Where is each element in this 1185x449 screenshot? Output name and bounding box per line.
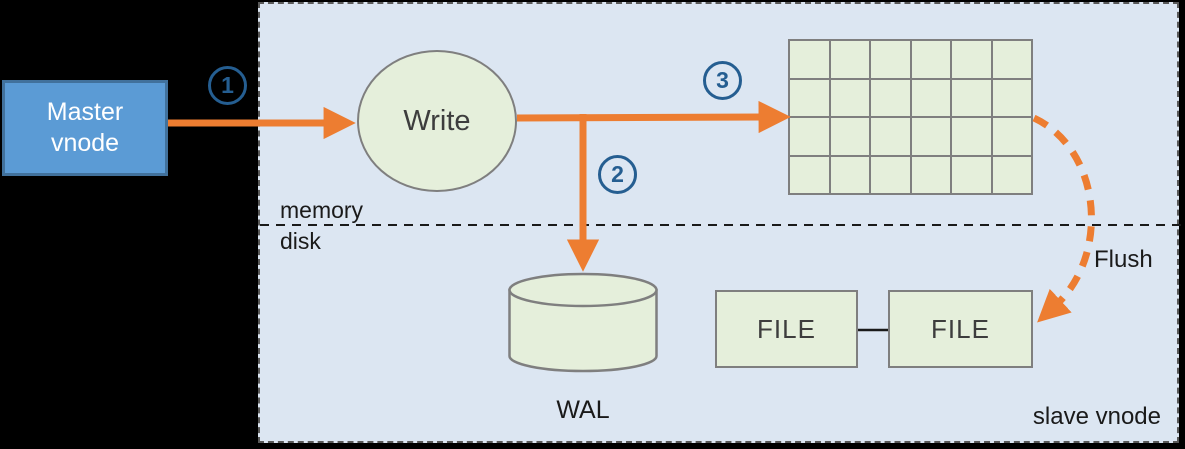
file-box-2-label: FILE bbox=[931, 313, 990, 344]
memtable-cell bbox=[871, 41, 910, 78]
step-3-badge: 3 bbox=[703, 61, 742, 100]
file-box-1-label: FILE bbox=[757, 313, 816, 344]
memtable-cell bbox=[952, 118, 991, 155]
master-vnode-label: Master vnode bbox=[46, 98, 124, 157]
wal-label: WAL bbox=[556, 396, 610, 424]
memtable-cell bbox=[830, 156, 869, 193]
memtable-cell bbox=[952, 156, 991, 193]
memtable-cell bbox=[871, 79, 910, 116]
memory-layer-label: memory bbox=[280, 197, 364, 223]
memtable-cell bbox=[992, 156, 1031, 193]
memtable-cell bbox=[911, 156, 950, 193]
flush-label: Flush bbox=[1094, 246, 1153, 273]
step-1-number: 1 bbox=[221, 72, 234, 98]
memtable-cell bbox=[830, 79, 869, 116]
master-vnode-box: Master vnode bbox=[2, 80, 168, 176]
file-box-2: FILE bbox=[888, 290, 1033, 368]
memtable-grid bbox=[788, 39, 1033, 195]
memtable-cell bbox=[992, 118, 1031, 155]
disk-layer-label: disk bbox=[280, 228, 321, 254]
memtable-cell bbox=[871, 156, 910, 193]
step-3-number: 3 bbox=[716, 67, 729, 93]
memtable-cell bbox=[790, 118, 829, 155]
memtable-cell bbox=[992, 41, 1031, 78]
memtable-cell bbox=[830, 41, 869, 78]
memtable-cell bbox=[911, 118, 950, 155]
memtable-cell bbox=[830, 118, 869, 155]
memtable-cell bbox=[911, 41, 950, 78]
step-1-badge: 1 bbox=[208, 66, 247, 105]
memtable-cell bbox=[952, 79, 991, 116]
step-2-badge: 2 bbox=[598, 155, 637, 194]
write-node-label: Write bbox=[403, 104, 471, 137]
memtable-cell bbox=[952, 41, 991, 78]
write-node: Write bbox=[357, 50, 517, 192]
memtable-cell bbox=[871, 118, 910, 155]
memtable-cell bbox=[911, 79, 950, 116]
slave-vnode-label: slave vnode bbox=[1032, 403, 1161, 430]
memtable-cell bbox=[790, 41, 829, 78]
memtable-cell bbox=[790, 156, 829, 193]
memtable-cell bbox=[992, 79, 1031, 116]
step-2-number: 2 bbox=[611, 161, 624, 187]
file-box-1: FILE bbox=[715, 290, 858, 368]
memtable-cell bbox=[790, 79, 829, 116]
